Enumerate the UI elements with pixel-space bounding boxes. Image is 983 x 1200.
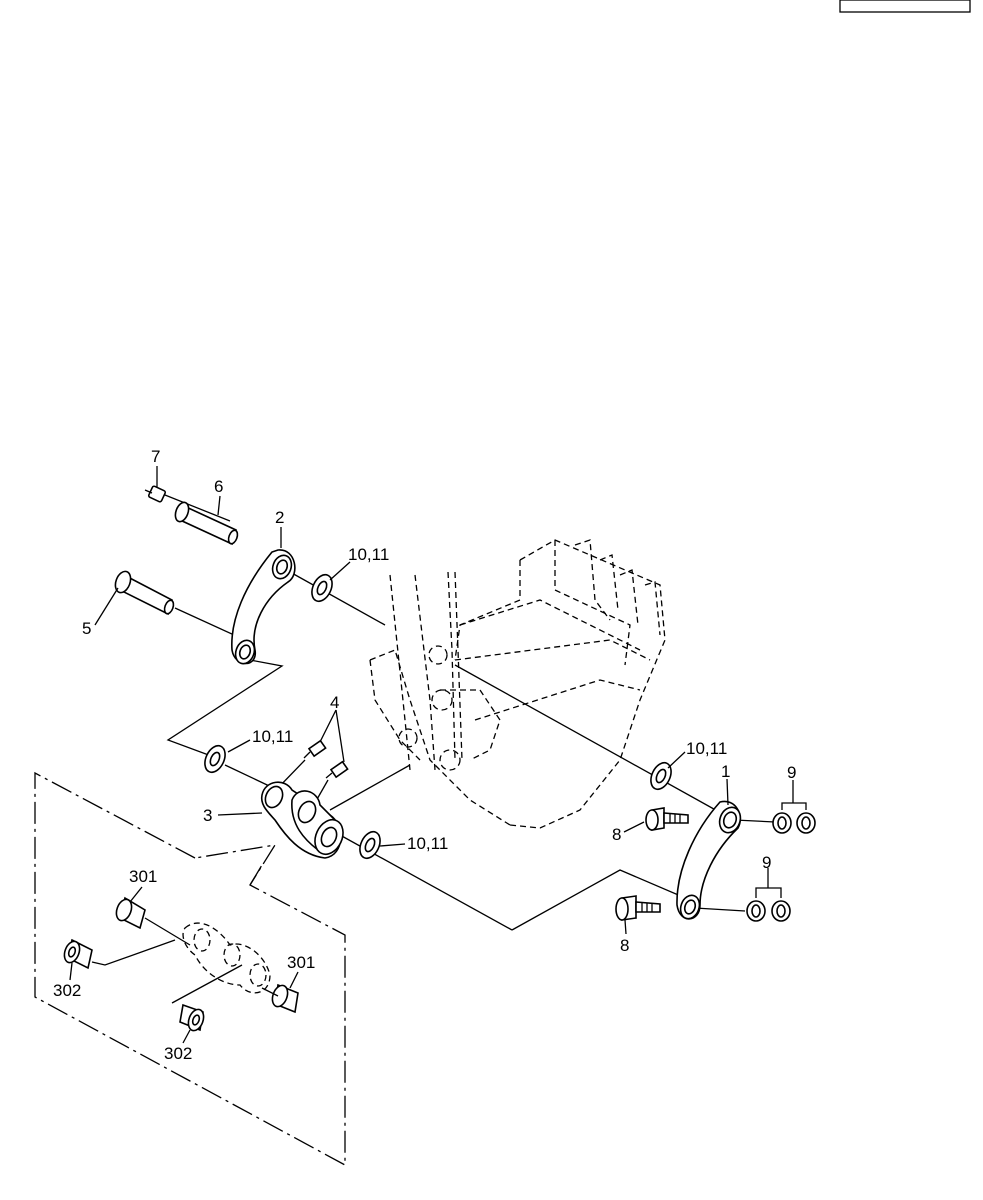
label-4: 4 (330, 693, 339, 712)
label-10-11-right: 10,11 (686, 739, 727, 758)
link-1 (676, 800, 742, 920)
shim-center (359, 830, 381, 860)
bushing-dashed-link (91, 917, 279, 1004)
label-8-top: 8 (612, 825, 621, 844)
assembly-guide-lines (159, 492, 776, 931)
label-6: 6 (214, 477, 223, 496)
label-301-c: 301 (287, 953, 315, 972)
link-3 (260, 781, 344, 859)
bucket-dashed-outline (369, 539, 666, 829)
label-7: 7 (151, 447, 160, 466)
label-10-11-left: 10,11 (252, 727, 293, 746)
bolt-8-top (645, 807, 689, 831)
bushing-302-d (179, 1003, 205, 1032)
label-3: 3 (203, 806, 212, 825)
label-2: 2 (275, 508, 284, 527)
pin-5 (114, 570, 175, 616)
label-301-a: 301 (129, 867, 157, 886)
label-10-11-center: 10,11 (407, 834, 448, 853)
label-1: 1 (721, 762, 730, 781)
label-9-top: 9 (787, 763, 796, 782)
label-302-d: 302 (164, 1044, 192, 1063)
grease-fitting-7 (144, 485, 167, 503)
bushing-301-a (115, 896, 146, 930)
nuts-9-bottom (746, 900, 791, 922)
label-9-bottom: 9 (762, 853, 771, 872)
label-302-b: 302 (53, 981, 81, 1000)
label-8-bottom: 8 (620, 936, 629, 955)
bolt-8-bottom (615, 895, 661, 921)
nuts-9-top (772, 812, 816, 834)
leader-lines (69, 466, 807, 1044)
pin-6 (174, 501, 239, 546)
page-corner-box (839, 0, 971, 13)
bushing-302-b (63, 938, 93, 970)
shim-left (204, 744, 226, 774)
bushing-301-c (271, 983, 299, 1014)
shim-top (311, 573, 333, 603)
shim-right (650, 761, 672, 791)
bushing-detail-frame (34, 771, 346, 1167)
link-2 (231, 549, 296, 665)
label-10-11-top: 10,11 (348, 545, 389, 564)
grease-fittings-4 (275, 739, 349, 809)
label-5: 5 (82, 619, 91, 638)
